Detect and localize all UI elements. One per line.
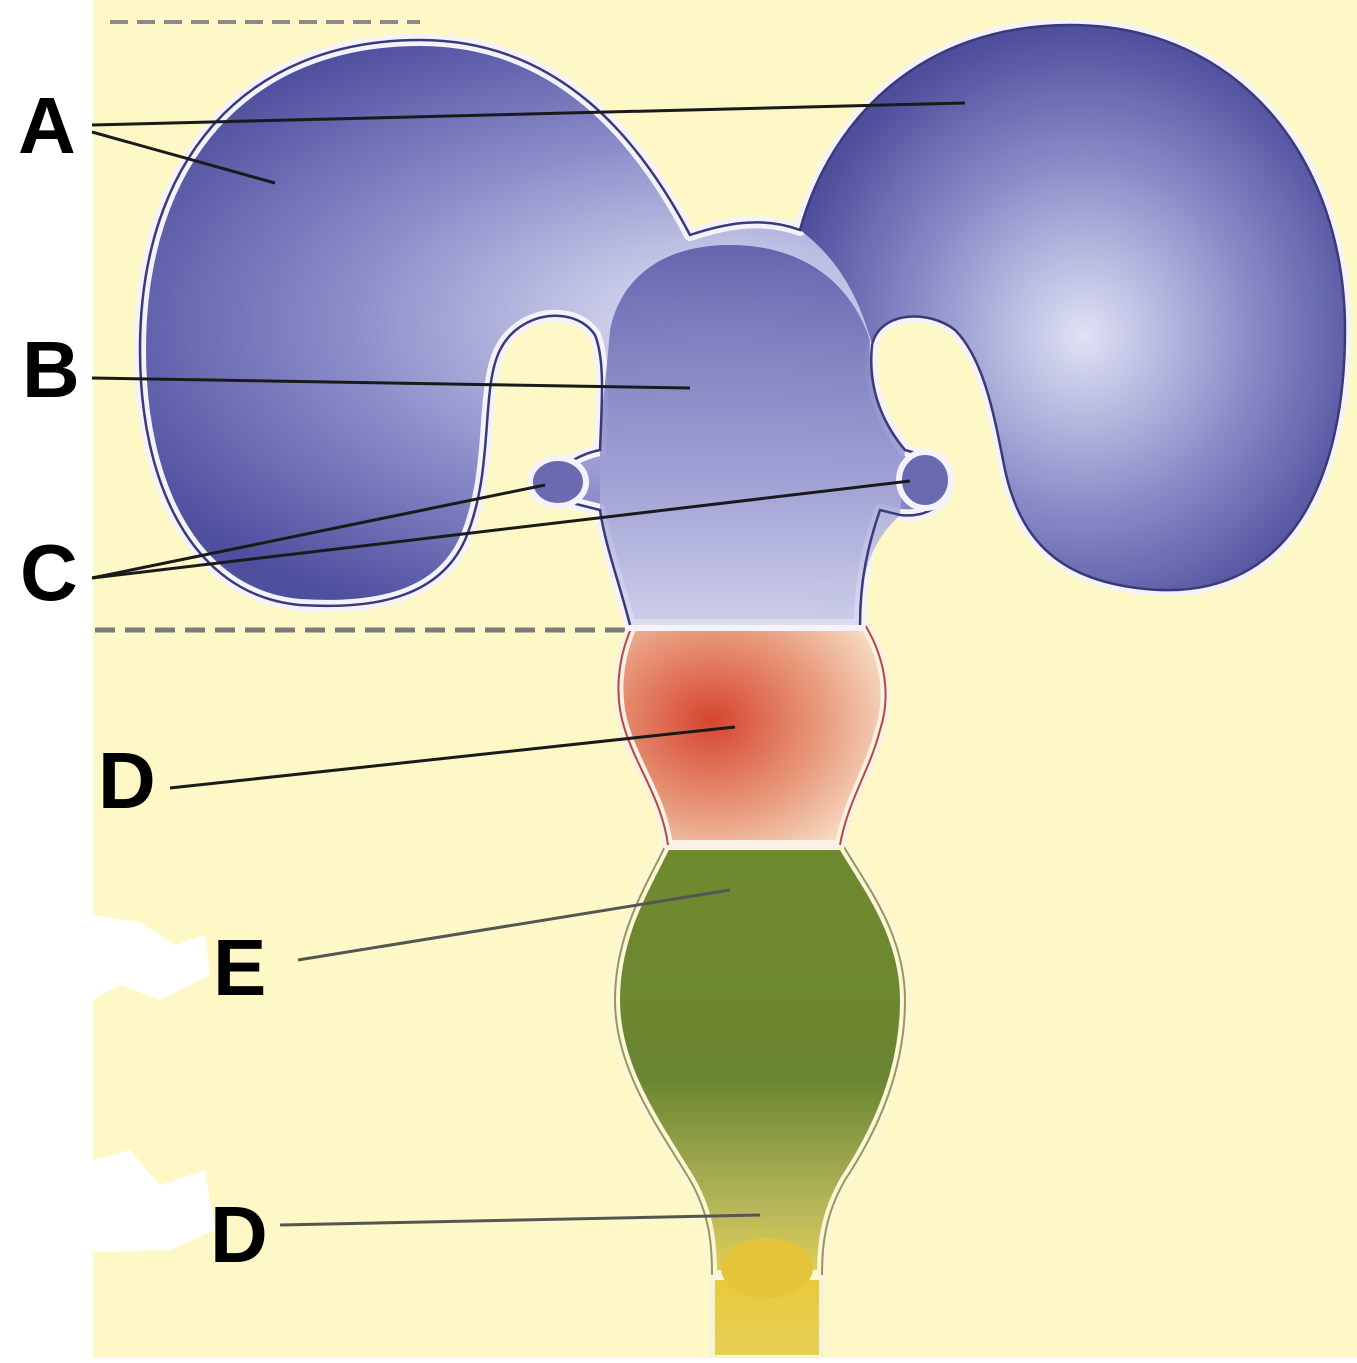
- label-D-upper: D: [98, 736, 156, 825]
- optic-vesicle-left: [530, 458, 586, 506]
- label-B: B: [22, 325, 80, 414]
- label-E: E: [213, 923, 266, 1012]
- label-A: A: [18, 81, 76, 170]
- label-D-lower: D: [210, 1190, 268, 1279]
- label-C: C: [20, 528, 78, 617]
- midbrain-vesicle: [618, 620, 885, 845]
- spinal-canal-end: [721, 1238, 813, 1298]
